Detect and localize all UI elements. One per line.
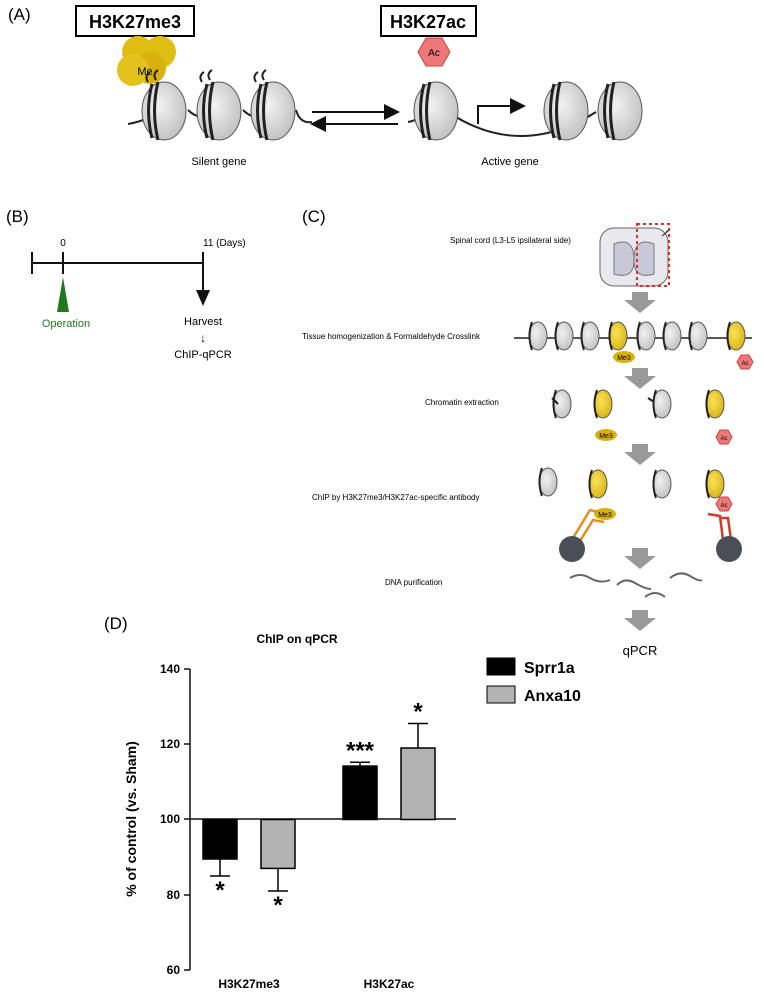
- h3k27me3-box: [75, 5, 195, 37]
- y-tick-label-120: 120: [160, 737, 180, 751]
- antibody-me3-icon: [571, 508, 605, 542]
- y-tick-label-60: 60: [167, 963, 181, 977]
- harvest-arrow-icon: [196, 290, 210, 306]
- category-label-h3k27ac: H3K27ac: [364, 977, 415, 991]
- active-gene-caption: Active gene: [481, 156, 538, 168]
- flow-arrow-icon: [624, 292, 656, 313]
- legend-label-sprr1a: Sprr1a: [524, 660, 575, 677]
- significance-marker: ***: [346, 737, 375, 764]
- nucleosome-icon: [413, 81, 643, 141]
- panel-d: (D) ChIP on qPCR 140 120 100 80 60 % of …: [104, 614, 581, 991]
- y-ticks: [184, 668, 190, 971]
- panel-b: (B) 0 11 (Days) Operation Harvest ↓ ChIP…: [6, 207, 246, 361]
- panel-a-label: (A): [8, 5, 31, 24]
- y-axis-label: % of control (vs. Sham): [123, 741, 139, 897]
- bead-icon: [559, 536, 585, 562]
- ac-tag-icon: [715, 496, 733, 512]
- category-label-h3k27me3: H3K27me3: [218, 977, 280, 991]
- step-dna-purification: DNA purification: [385, 578, 442, 587]
- me3-tag-label: Me3: [598, 512, 612, 519]
- bar-sprr1a-h3k27ac: [342, 765, 378, 821]
- h3k27ac-box: [380, 5, 477, 37]
- me3-tag-label: Me3: [617, 355, 631, 362]
- silent-gene-caption: Silent gene: [191, 156, 246, 168]
- me3-tag-icon: [613, 351, 635, 363]
- legend-label-anxa10: Anxa10: [524, 688, 581, 705]
- tick-11-label: 11 (Days): [203, 238, 246, 249]
- step-crosslink: Tissue homogenization & Formaldehyde Cro…: [302, 332, 481, 341]
- qpcr-label: qPCR: [623, 643, 658, 658]
- ac-tag-icon: [715, 429, 733, 445]
- bar-sprr1a-h3k27me3: [202, 818, 238, 860]
- panel-c: (C) Spinal cord (L3-L5 ipsilateral side)…: [302, 207, 754, 658]
- flow-arrow-icon: [624, 368, 656, 389]
- operation-label: Operation: [42, 318, 90, 330]
- dna-fragments-icon: [569, 572, 703, 598]
- legend-swatch-sprr1a: [486, 657, 516, 676]
- flow-arrow-icon: [624, 444, 656, 465]
- y-tick-label-80: 80: [167, 888, 181, 902]
- y-tick-label-100: 100: [160, 812, 180, 826]
- me3-tag-icon: [594, 508, 616, 520]
- bar-group: ******: [202, 699, 436, 919]
- bar-anxa10-h3k27ac: [400, 747, 436, 821]
- significance-marker: *: [273, 892, 283, 919]
- legend-swatch-anxa10: [486, 685, 516, 704]
- ac-tag-label: Ac: [720, 436, 727, 442]
- me3-tag-label: Me3: [599, 433, 613, 440]
- step-chip: ChIP by H3K27me3/H3K27ac-specific antibo…: [312, 493, 480, 502]
- transcription-arrow: [477, 98, 526, 124]
- antibody-ac-icon: [707, 512, 733, 541]
- me3-tag-icon: [595, 429, 617, 441]
- flow-arrow-icon: [624, 548, 656, 569]
- methyl-group-icon: [117, 36, 176, 86]
- bead-icon: [716, 536, 742, 562]
- acetyl-hexagon-icon: [417, 37, 451, 67]
- nucleosome-icon: [538, 467, 725, 499]
- spinal-cord-icon: [599, 223, 670, 287]
- panel-a: (A) H3K27me3 H3K27ac Me Silent gene Ac: [8, 5, 643, 168]
- significance-marker: *: [413, 699, 423, 726]
- ac-tag-icon: [736, 354, 754, 370]
- panel-b-label: (B): [6, 207, 29, 226]
- h3k27ac-label: H3K27ac: [390, 12, 466, 32]
- h3k27me3-label: H3K27me3: [89, 12, 181, 32]
- y-tick-label-140: 140: [160, 662, 180, 676]
- bar-anxa10-h3k27me3: [260, 818, 296, 870]
- chip-qpcr-label: ChIP-qPCR: [174, 349, 232, 361]
- step-spinal-cord: Spinal cord (L3-L5 ipsilateral side): [450, 236, 571, 245]
- operation-marker-icon: [57, 277, 69, 312]
- step-extraction: Chromatin extraction: [425, 398, 499, 407]
- significance-marker: *: [215, 877, 225, 904]
- nucleosome-icon: [551, 389, 725, 419]
- panel-c-label: (C): [302, 207, 326, 226]
- tick-0-label: 0: [60, 238, 66, 249]
- ac-tag-label: Ac: [741, 361, 748, 367]
- me-text: Me: [137, 66, 152, 78]
- harvest-label: Harvest: [184, 316, 222, 328]
- chart-title: ChIP on qPCR: [256, 632, 337, 646]
- panel-d-label: (D): [104, 614, 128, 633]
- nucleosome-icon: [141, 69, 296, 141]
- ac-tag-label: Ac: [720, 503, 727, 509]
- nucleosome-icon: [528, 321, 746, 351]
- flow-arrow-icon: [624, 610, 656, 631]
- ac-text: Ac: [428, 48, 440, 59]
- down-arrow-glyph: ↓: [200, 331, 206, 345]
